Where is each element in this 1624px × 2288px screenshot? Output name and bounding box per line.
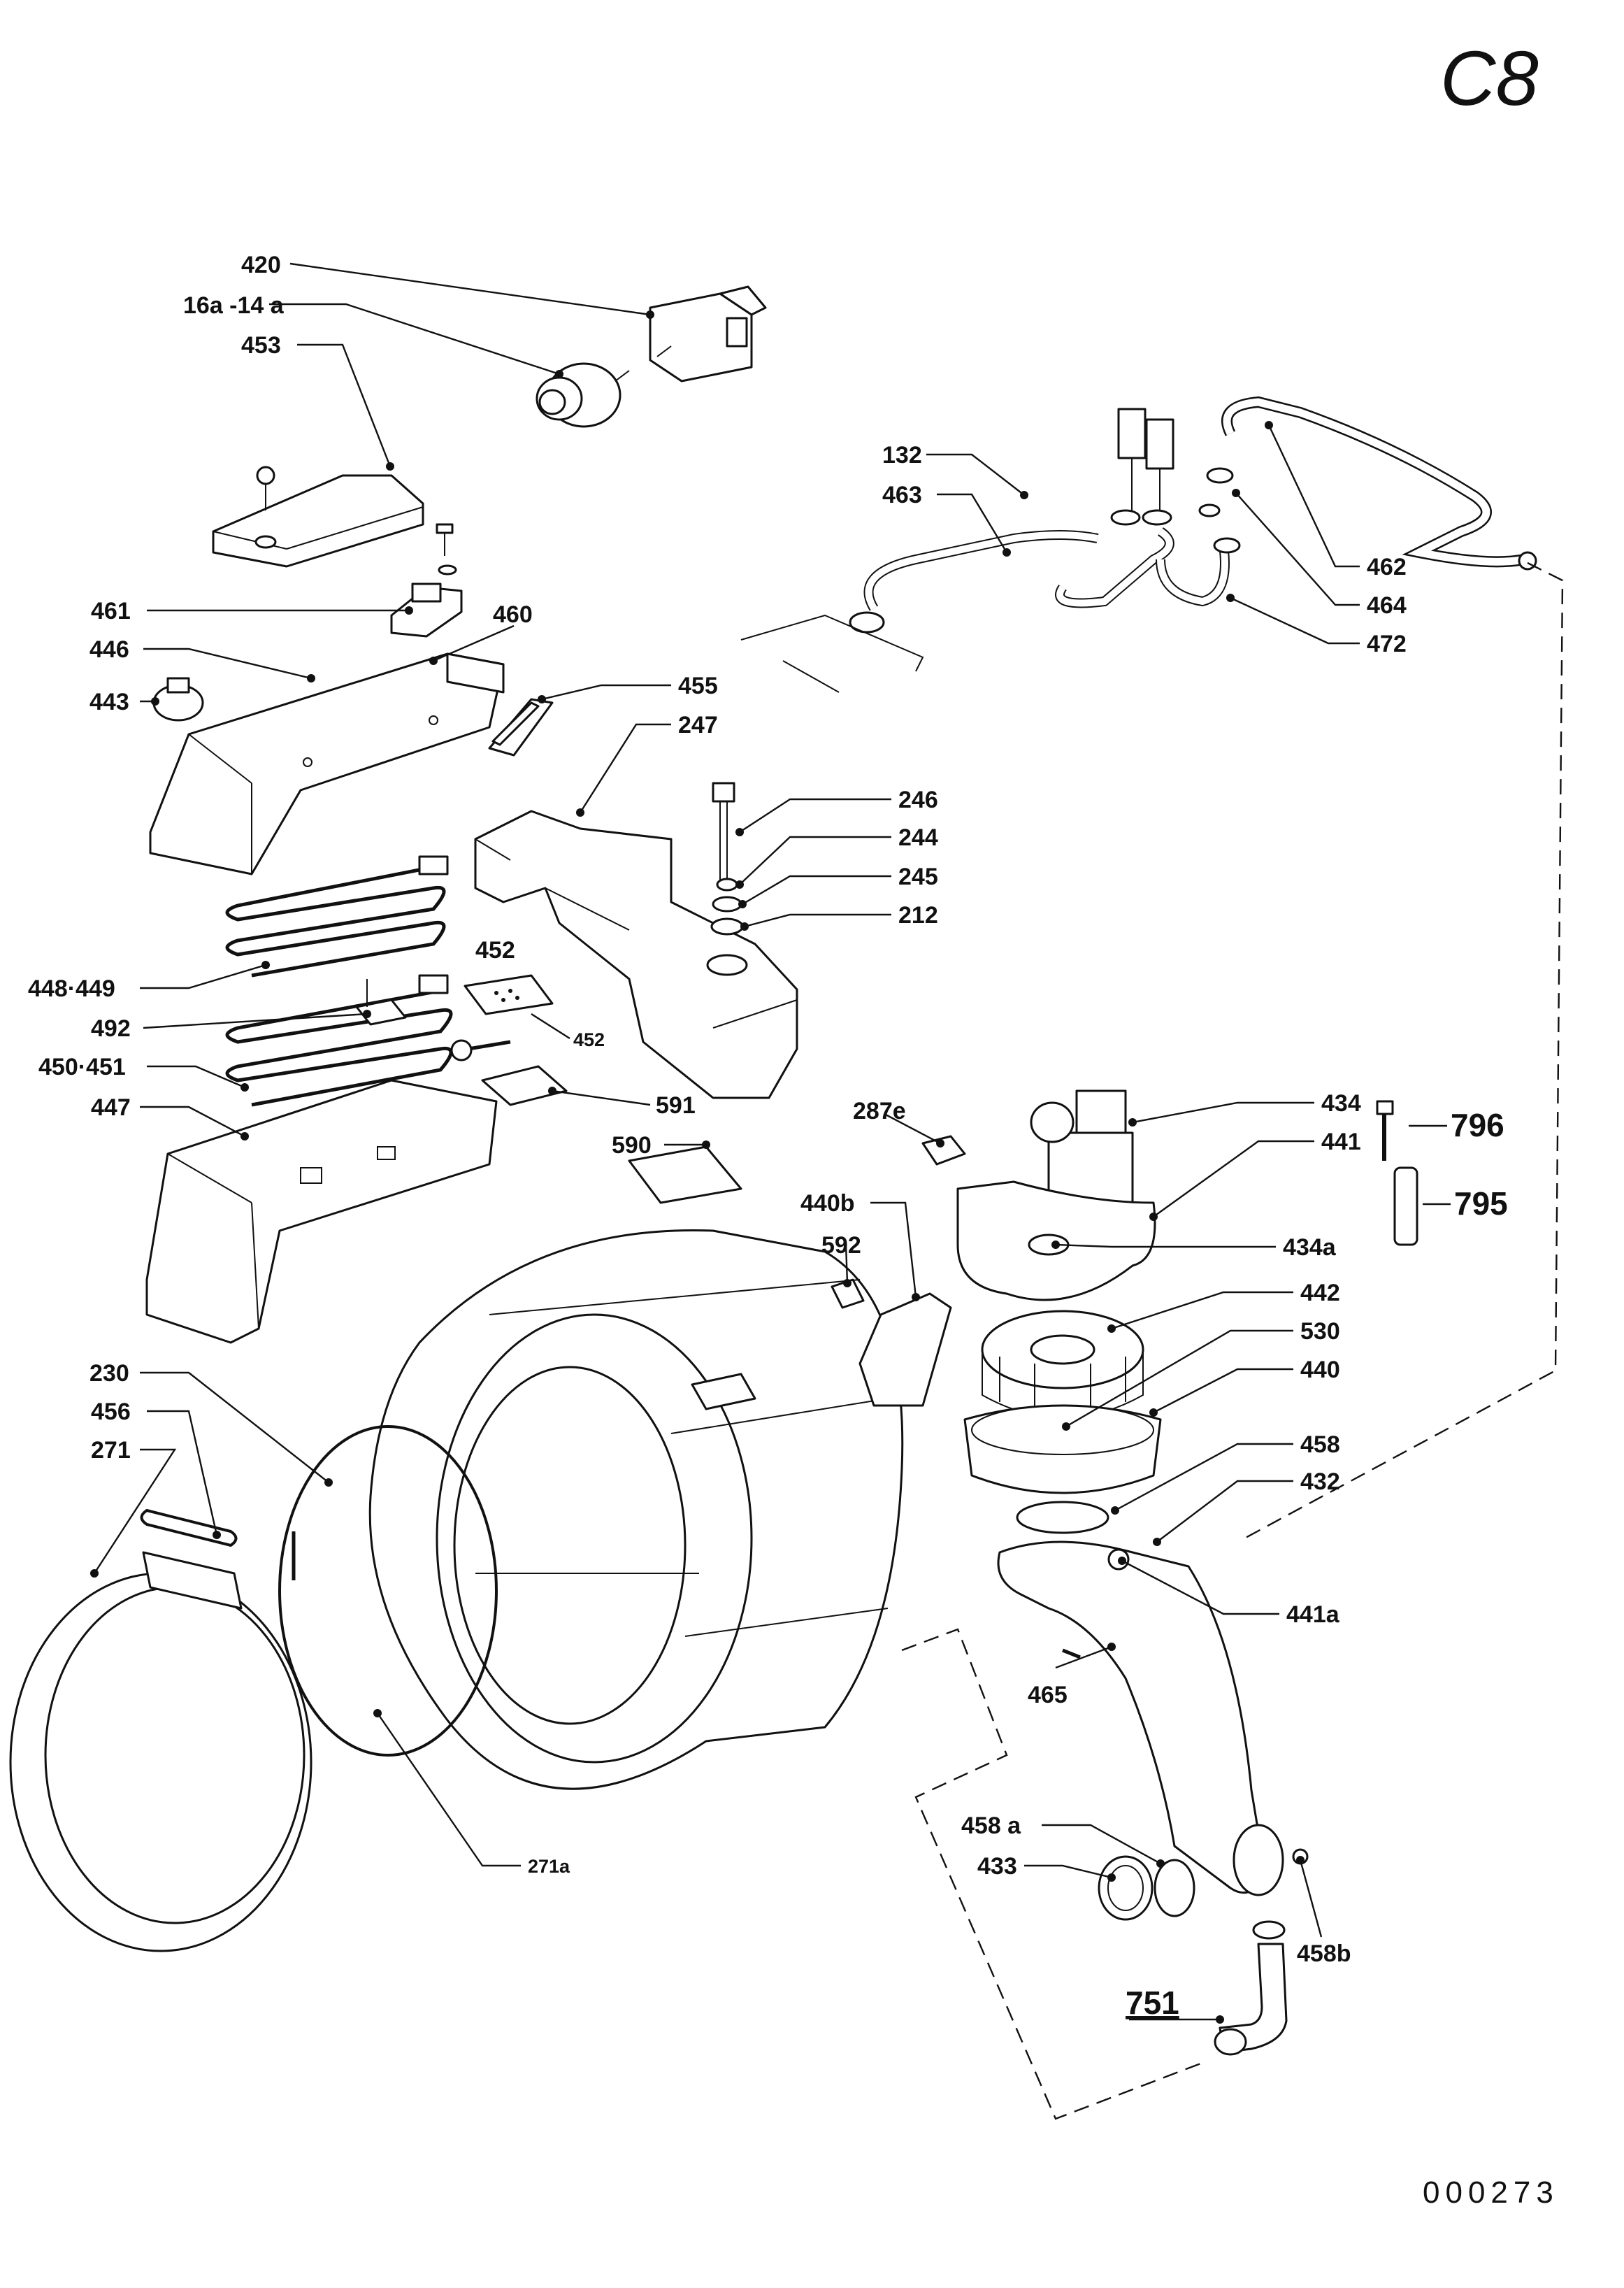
label-443: 443 bbox=[89, 689, 129, 715]
label-456: 456 bbox=[91, 1399, 131, 1425]
label-247: 247 bbox=[678, 712, 718, 738]
label-461: 461 bbox=[91, 598, 131, 624]
part-sealing-ring-458 bbox=[1016, 1501, 1109, 1534]
part-fan-housing bbox=[963, 1404, 1162, 1494]
part-air-channel bbox=[488, 698, 554, 757]
label-271: 271 bbox=[91, 1437, 131, 1464]
label-441: 441 bbox=[1321, 1129, 1361, 1155]
label-592: 592 bbox=[821, 1232, 861, 1259]
label-434a: 434a bbox=[1283, 1234, 1337, 1261]
part-inlet-hose-132 bbox=[849, 530, 1099, 634]
label-245: 245 bbox=[898, 864, 938, 890]
part-bolt-stack bbox=[710, 782, 744, 936]
label-446: 446 bbox=[89, 636, 129, 663]
part-filter-holder-440b bbox=[858, 1292, 952, 1407]
label-432: 432 bbox=[1300, 1468, 1340, 1495]
part-screw-small bbox=[436, 523, 457, 575]
label-452-a: 452 bbox=[475, 937, 515, 964]
dashed-hose-route bbox=[1244, 562, 1564, 1540]
part-heater-duct bbox=[474, 810, 798, 1099]
label-271a: 271a bbox=[528, 1856, 570, 1877]
label-433: 433 bbox=[977, 1853, 1017, 1880]
part-terminal-plate bbox=[464, 974, 554, 1015]
label-244: 244 bbox=[898, 824, 938, 851]
label-132: 132 bbox=[882, 442, 922, 469]
label-464: 464 bbox=[1367, 592, 1407, 619]
part-heater-housing-lower bbox=[145, 1079, 498, 1344]
part-hose-463 bbox=[1055, 527, 1174, 608]
part-thermal-cutout bbox=[152, 677, 204, 722]
part-control-knob bbox=[536, 362, 630, 428]
label-458b: 458b bbox=[1297, 1940, 1351, 1967]
label-463: 463 bbox=[882, 482, 922, 508]
dashed-drum-outlet bbox=[901, 1628, 1203, 2120]
label-795: 795 bbox=[1454, 1185, 1508, 1222]
part-heating-element-lower bbox=[225, 974, 453, 1107]
part-outlet-pipe bbox=[1214, 1920, 1288, 2056]
part-clip-287e bbox=[921, 1135, 966, 1166]
part-seal-ring bbox=[278, 1425, 498, 1757]
label-590: 590 bbox=[612, 1132, 652, 1159]
part-air-duct bbox=[997, 1540, 1284, 1896]
part-hose-clamp bbox=[1098, 1855, 1154, 1921]
label-441a: 441a bbox=[1286, 1601, 1340, 1628]
label-465: 465 bbox=[1028, 1682, 1068, 1708]
part-water-valve bbox=[1110, 408, 1174, 526]
label-492: 492 bbox=[91, 1015, 131, 1042]
label-796: 796 bbox=[1451, 1107, 1504, 1143]
part-heater-cover-upper bbox=[149, 652, 505, 875]
part-thermostat bbox=[390, 582, 463, 638]
label-751: 751 bbox=[1126, 1985, 1179, 2021]
part-o-ring-458a bbox=[1154, 1859, 1195, 1917]
label-472: 472 bbox=[1367, 631, 1407, 657]
part-pin bbox=[1062, 1648, 1081, 1659]
part-plate-591 bbox=[481, 1065, 568, 1106]
label-530: 530 bbox=[1300, 1318, 1340, 1345]
part-plate-590 bbox=[628, 1145, 742, 1204]
part-hose-462 bbox=[1221, 396, 1537, 571]
label-458a: 458 a bbox=[961, 1812, 1021, 1839]
label-212: 212 bbox=[898, 902, 938, 929]
label-442: 442 bbox=[1300, 1280, 1340, 1306]
page-code: C8 bbox=[1440, 36, 1539, 122]
label-434: 434 bbox=[1321, 1090, 1361, 1117]
label-591: 591 bbox=[656, 1092, 696, 1119]
part-selector-switch bbox=[649, 285, 767, 382]
part-drum bbox=[368, 1229, 904, 1790]
part-sleeve-795 bbox=[1393, 1166, 1418, 1246]
part-screw-796 bbox=[1376, 1100, 1394, 1161]
label-440: 440 bbox=[1300, 1357, 1340, 1383]
label-453: 453 bbox=[241, 332, 281, 359]
label-458: 458 bbox=[1300, 1431, 1340, 1458]
label-287e: 287e bbox=[853, 1098, 906, 1124]
label-450-451: 450·451 bbox=[38, 1054, 126, 1080]
label-16a-14a: 16a -14 a bbox=[183, 292, 285, 319]
label-246: 246 bbox=[898, 787, 938, 813]
part-heating-element-upper bbox=[225, 855, 449, 978]
part-cabinet-edge-sketch bbox=[740, 614, 924, 693]
part-cover-plate bbox=[212, 466, 424, 568]
label-448-449: 448·449 bbox=[28, 975, 115, 1002]
drawing-number: 000273 bbox=[1423, 2175, 1559, 2210]
part-hose-472 bbox=[1156, 545, 1230, 607]
label-452-b: 452 bbox=[573, 1029, 605, 1050]
part-door-frame bbox=[9, 1551, 312, 1952]
part-clip bbox=[355, 979, 407, 1026]
part-gasket bbox=[140, 1508, 238, 1547]
part-hose-clamps bbox=[1198, 467, 1241, 554]
part-fan-wheel bbox=[981, 1310, 1144, 1419]
leader-lines bbox=[90, 262, 1451, 2024]
label-455: 455 bbox=[678, 673, 718, 699]
label-440b: 440b bbox=[800, 1190, 855, 1217]
part-bolt-591 bbox=[450, 1039, 511, 1061]
label-460: 460 bbox=[493, 601, 533, 628]
label-230: 230 bbox=[89, 1360, 129, 1387]
label-462: 462 bbox=[1367, 554, 1407, 580]
label-420: 420 bbox=[241, 252, 281, 278]
label-447: 447 bbox=[91, 1094, 131, 1121]
part-fan-motor bbox=[1030, 1089, 1134, 1231]
